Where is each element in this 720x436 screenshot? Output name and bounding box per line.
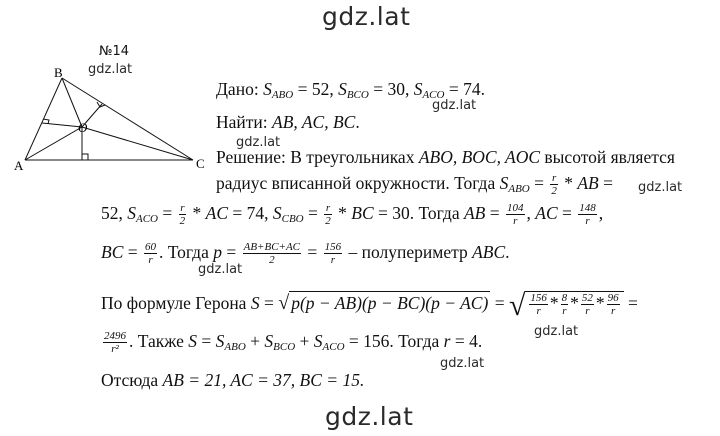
bisector-bo: [61, 77, 83, 128]
given-line: Дано: SABO = 52, SBCO = 30, SACO = 74.: [216, 79, 485, 101]
answer-line: Отсюда AB = 21, AC = 37, BC = 15.: [101, 370, 365, 390]
radius-bc: [81, 103, 103, 128]
watermark-area: gdz.lat: [440, 356, 485, 371]
find-line: Найти: AB, AC, BC.: [216, 112, 360, 132]
bisector-co: [81, 126, 194, 161]
watermark-heron: gdz.lat: [534, 324, 579, 339]
watermark-solution: gdz.lat: [638, 180, 683, 195]
label-c: C: [196, 156, 205, 171]
solution-line-2: радиус вписанной окружности. Тогда SABO …: [216, 172, 613, 198]
radius-ab: [41, 122, 83, 128]
watermark-perimeter: gdz.lat: [198, 262, 243, 277]
watermark-top: gdz.lat: [322, 2, 411, 31]
watermark-find: gdz.lat: [236, 135, 281, 150]
right-angle-bc: [96, 101, 106, 108]
solution-line-1: Решение: В треугольниках ABO, BOC, AOC в…: [216, 147, 675, 167]
label-a: A: [14, 158, 24, 173]
heron-line: По формуле Герона S = √p(p − AB)(p − BC)…: [101, 289, 638, 322]
watermark-given: gdz.lat: [432, 98, 477, 113]
side-bc: [61, 77, 194, 161]
problem-number: №14: [99, 44, 130, 59]
watermark-bottom: gdz.lat: [325, 402, 414, 431]
triangle-figure: B A C O: [14, 68, 205, 173]
right-angle-ac: [82, 153, 89, 160]
watermark-figure: gdz.lat: [88, 62, 133, 77]
right-angle-ab: [42, 118, 50, 125]
label-b: B: [54, 68, 63, 80]
bisector-ao: [24, 126, 83, 161]
label-o: O: [78, 120, 88, 135]
